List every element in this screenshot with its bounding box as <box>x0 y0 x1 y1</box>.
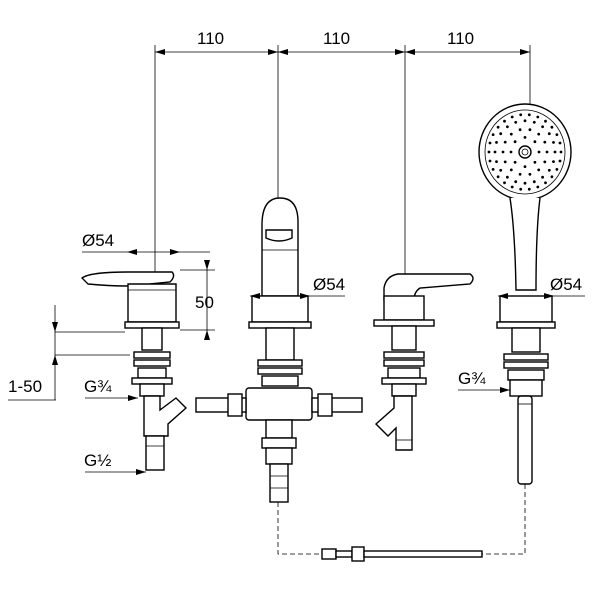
left-thread-lower-label: G½ <box>84 451 111 470</box>
nozzle-dot <box>491 133 495 137</box>
nozzle-dot <box>499 168 503 172</box>
spacing-label-3: 110 <box>447 29 474 48</box>
nozzle-dot <box>527 113 531 117</box>
nozzle-dot <box>503 181 506 185</box>
nozzle-dot <box>536 115 540 119</box>
nozzle-dot <box>532 180 536 184</box>
spout-diameter-label: Ø54 <box>313 275 345 294</box>
nozzle-dot <box>523 119 527 123</box>
nozzle-dot <box>558 141 562 145</box>
nozzle-dot <box>495 141 498 144</box>
left-dimension-lines <box>8 249 215 475</box>
nozzle-dot <box>523 165 527 169</box>
nozzle-dot <box>503 140 507 144</box>
nozzle-dot <box>528 128 532 132</box>
nozzle-dot <box>541 175 544 179</box>
nozzle-dot <box>488 141 492 145</box>
nozzle-dot <box>514 120 518 124</box>
nozzle-dot <box>518 172 522 176</box>
nozzle-dot <box>487 150 491 154</box>
left-lever-diameter-label: Ø54 <box>82 231 114 250</box>
nozzle-dot <box>544 181 547 185</box>
nozzle-dot <box>547 168 551 172</box>
shower-nozzles <box>487 113 563 191</box>
nozzle-dot <box>527 187 531 191</box>
nozzle-dot <box>532 120 536 124</box>
nozzle-dot <box>513 160 517 164</box>
nozzle-dot <box>552 141 555 144</box>
left-thread-upper-label: G¾ <box>84 377 112 396</box>
nozzle-dot <box>509 150 513 154</box>
nozzle-dot <box>543 140 547 144</box>
nozzle-dot <box>519 113 523 117</box>
nozzle-dot <box>541 125 544 129</box>
nozzle-dot <box>510 185 514 189</box>
spout-dimension-lines <box>250 293 345 299</box>
deck-range-label: 1-50 <box>8 377 42 396</box>
nozzle-dot <box>501 150 505 154</box>
nozzle-dot <box>523 181 527 185</box>
handshower-diameter-label: Ø54 <box>550 275 582 294</box>
nozzle-dot <box>509 168 513 172</box>
nozzle-dot <box>555 133 559 137</box>
nozzle-dot <box>536 185 540 189</box>
nozzle-dot <box>503 160 507 164</box>
nozzle-dot <box>510 115 514 119</box>
nozzle-dot <box>496 175 500 179</box>
nozzle-dot <box>543 160 547 164</box>
handshower-dimension-lines <box>458 293 585 393</box>
nozzle-dot <box>537 150 541 154</box>
nozzle-dot <box>518 128 522 132</box>
nozzle-dot <box>537 168 541 172</box>
nozzle-dot <box>550 125 554 129</box>
nozzle-dot <box>513 140 517 144</box>
nozzle-dot <box>506 175 509 179</box>
left-mixer-valve <box>80 271 188 471</box>
nozzle-dot <box>523 136 527 139</box>
nozzle-dot <box>503 119 506 123</box>
nozzle-dot <box>552 160 555 164</box>
hand-shower <box>478 103 572 485</box>
top-dimension-lines <box>154 45 531 330</box>
nozzle-dot <box>550 175 554 179</box>
nozzle-dot <box>496 125 500 129</box>
spacing-label-2: 110 <box>323 29 350 48</box>
nozzle-dot <box>555 168 559 171</box>
right-thread-label: G¾ <box>458 369 486 388</box>
nozzle-dot <box>545 150 549 154</box>
nozzle-dot <box>537 132 541 136</box>
nozzle-dot <box>558 159 562 163</box>
nozzle-dot <box>509 132 513 136</box>
nozzle-dot <box>514 180 518 184</box>
nozzle-dot <box>493 150 497 154</box>
lever-height-label: 50 <box>195 293 214 312</box>
spacing-label-1: 110 <box>197 29 224 48</box>
center-spout <box>195 197 363 503</box>
nozzle-dot <box>559 150 563 154</box>
right-mixer-valve <box>373 273 474 451</box>
nozzle-dot <box>499 132 503 136</box>
nozzle-dot <box>553 150 557 154</box>
nozzle-dot <box>506 125 509 129</box>
nozzle-dot <box>547 132 551 136</box>
nozzle-dot <box>528 172 532 176</box>
nozzle-dot <box>533 140 537 144</box>
nozzle-dot <box>519 187 523 191</box>
nozzle-dot <box>488 159 492 163</box>
nozzle-dot <box>491 168 495 171</box>
shower-hose <box>277 484 526 562</box>
nozzle-dot <box>533 160 537 164</box>
nozzle-dot <box>544 119 547 123</box>
nozzle-dot <box>495 160 498 164</box>
